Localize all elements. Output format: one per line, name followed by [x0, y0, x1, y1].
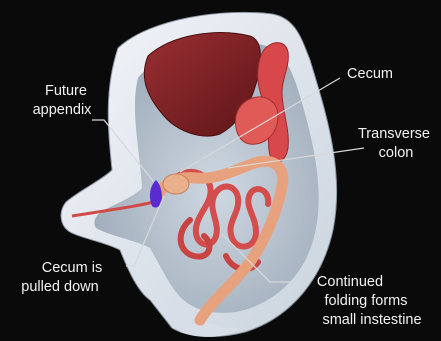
label-cecum-pulled-down-line2: pulled down: [21, 279, 98, 295]
label-continued-folding-line1: Continued: [317, 274, 383, 290]
label-transverse-colon-line1: Transverse: [358, 126, 430, 142]
label-continued-folding-line3: small instestine: [322, 312, 421, 328]
label-future-appendix-line1: Future: [45, 83, 87, 99]
label-transverse-colon-line2: colon: [379, 145, 414, 161]
label-future-appendix-line2: appendix: [33, 102, 93, 118]
label-continued-folding-line2: folding forms: [324, 293, 407, 309]
label-cecum: Cecum: [347, 66, 393, 82]
label-cecum-pulled-down-line1: Cecum is: [42, 260, 102, 276]
cecum-bulge: [163, 174, 189, 194]
